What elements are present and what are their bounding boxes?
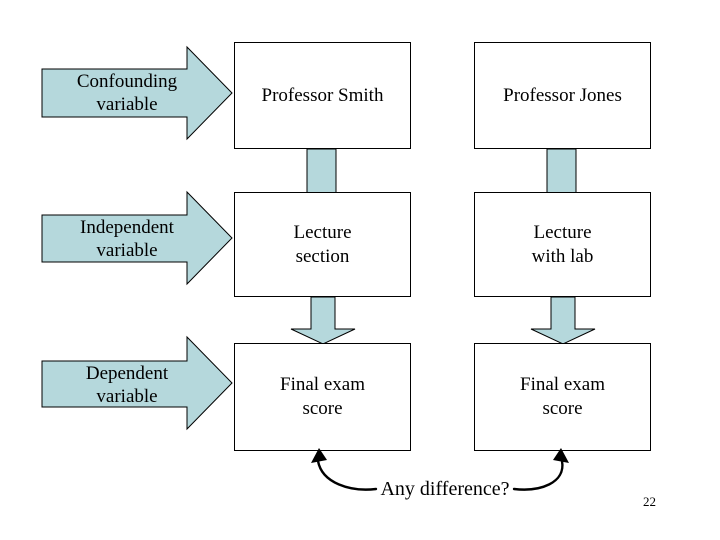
curved-arrow-left-head-icon [311, 448, 327, 463]
box-label: Lecture with lab [531, 221, 594, 267]
box-professor-smith: Professor Smith [234, 42, 411, 149]
box-lecture-section: Lecture section [234, 192, 411, 297]
box-final-exam-score-right: Final exam score [474, 343, 651, 451]
curved-arrow-right-head-icon [553, 448, 569, 463]
confounding-variable-label: Confounding variable [76, 71, 178, 115]
right-block-arrow-icon [41, 335, 233, 431]
box-label: Lecture section [293, 221, 352, 267]
box-label: Final exam score [520, 374, 605, 419]
box-lecture-with-lab: Lecture with lab [474, 192, 651, 297]
down-block-arrow-icon [530, 296, 596, 345]
vertical-connector [306, 148, 337, 194]
down-block-arrow-icon [290, 296, 356, 345]
curved-arrow-right-icon [512, 459, 564, 491]
independent-variable-label: Independent variable [80, 217, 174, 261]
right-block-arrow-icon [41, 190, 233, 286]
any-difference-label: Any difference? [380, 478, 510, 500]
dependent-variable-label: Dependent variable [85, 363, 169, 407]
curved-arrow-left-icon [316, 459, 378, 491]
page-number: 22 [643, 494, 656, 509]
box-label: Final exam score [280, 374, 365, 419]
box-label: Professor Jones [503, 84, 622, 106]
box-professor-jones: Professor Jones [474, 42, 651, 149]
box-final-exam-score-left: Final exam score [234, 343, 411, 451]
box-label: Professor Smith [261, 84, 384, 106]
vertical-connector [546, 148, 577, 194]
right-block-arrow-icon [41, 45, 233, 141]
